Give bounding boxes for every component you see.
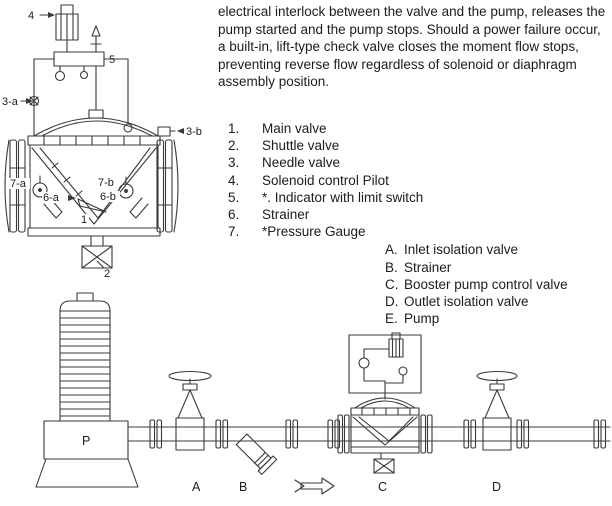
item-label: Solenoid control Pilot <box>262 172 389 188</box>
list-item: 3. Needle valve <box>228 154 608 171</box>
item-label: Pump <box>404 311 440 327</box>
item-letter: D. <box>385 294 399 309</box>
flow-arrow <box>294 477 335 495</box>
item-label: Booster pump control valve <box>404 276 568 292</box>
callout-solenoid: 4 <box>28 10 34 22</box>
list-item: 4. Solenoid control Pilot <box>228 172 608 189</box>
item-number: 1. <box>228 120 240 136</box>
installation-list: A. Inlet isolation valve B. Strainer C. … <box>385 241 608 327</box>
callout-needle-a: 3-a <box>2 96 19 108</box>
position-label-d: D <box>492 480 501 494</box>
position-label-b: B <box>239 480 247 494</box>
item-label: Outlet isolation valve <box>404 294 529 309</box>
callout-gauge-a: 7-a <box>10 178 27 190</box>
inlet-isolation-valve <box>168 370 212 451</box>
outlet-isolation-valve <box>476 370 518 451</box>
pump <box>35 292 139 488</box>
pilot-tubing <box>33 58 133 137</box>
booster-pump-control-valve <box>337 332 433 474</box>
list-item: 5. *. Indicator with limit switch <box>228 189 608 206</box>
list-item: E. Pump <box>385 310 608 327</box>
schematic-labels: P A B C D <box>82 434 501 494</box>
item-number: 6. <box>228 206 240 222</box>
component-list: 1. Main valve 2. Shuttle valve 3. Needle… <box>218 120 608 240</box>
callout-needle-b: 3-b <box>186 126 202 138</box>
list-item: A. Inlet isolation valve <box>385 241 608 258</box>
position-label-c: C <box>378 480 387 494</box>
position-label-a: A <box>192 480 201 494</box>
callout-arrows <box>20 12 184 269</box>
shuttle-valve <box>81 235 113 269</box>
item-label: *. Indicator with limit switch <box>262 189 424 205</box>
item-number: 4. <box>228 172 240 188</box>
item-label: Strainer <box>404 259 452 275</box>
solenoid-control-pilot <box>53 4 105 82</box>
main-valve-diagram: 4 5 3-a 3-b 7-a 7-b 6-a 6-b 1 2 <box>2 4 202 280</box>
list-item: B. Strainer <box>385 259 608 276</box>
diaphragm-cover <box>33 109 159 137</box>
needle-valve-b <box>157 126 176 137</box>
pressure-gauge-a <box>32 175 48 198</box>
limit-switch-indicator <box>90 25 102 53</box>
callout-shuttle-valve: 2 <box>104 268 110 280</box>
valve-callout-labels: 4 5 3-a 3-b 7-a 7-b 6-a 6-b 1 2 <box>2 10 202 280</box>
item-letter: A. <box>385 242 398 258</box>
callout-indicator: 5 <box>109 54 115 66</box>
text-column: electrical interlock between the valve a… <box>218 3 608 327</box>
item-label: Main valve <box>262 120 327 136</box>
item-letter: C. <box>385 276 399 292</box>
y-strainer <box>235 433 278 475</box>
item-letter: B. <box>385 259 398 275</box>
item-letter: E. <box>385 311 398 327</box>
item-number: 2. <box>228 138 240 154</box>
list-item: 7. *Pressure Gauge <box>228 223 608 240</box>
list-item: C. Booster pump control valve <box>385 276 608 293</box>
main-valve-body <box>27 135 161 237</box>
pump-label: P <box>82 434 90 448</box>
list-item: D. Outlet isolation valve <box>385 293 608 310</box>
item-label: Needle valve <box>262 155 341 171</box>
item-label: Shuttle valve <box>262 138 340 154</box>
item-number: 7. <box>228 224 240 240</box>
right-pipe-flange <box>156 139 179 233</box>
callout-main-valve: 1 <box>81 214 87 226</box>
strainer-b <box>129 197 149 219</box>
pipe-flanges <box>149 419 607 449</box>
callout-gauge-b: 7-b <box>98 177 114 189</box>
item-label: *Pressure Gauge <box>262 224 366 240</box>
item-label: Strainer <box>262 206 310 222</box>
item-label: Inlet isolation valve <box>404 242 519 258</box>
callout-strainer-a: 6-a <box>43 192 60 204</box>
installation-schematic: P A B C D <box>35 292 611 495</box>
main-pipe <box>127 426 611 442</box>
item-number: 5. <box>228 189 240 205</box>
item-number: 3. <box>228 155 240 171</box>
list-item: 2. Shuttle valve <box>228 137 608 154</box>
list-item: 1. Main valve <box>228 120 608 137</box>
callout-strainer-b: 6-b <box>100 191 116 203</box>
list-item: 6. Strainer <box>228 206 608 223</box>
intro-paragraph: electrical interlock between the valve a… <box>218 4 606 90</box>
